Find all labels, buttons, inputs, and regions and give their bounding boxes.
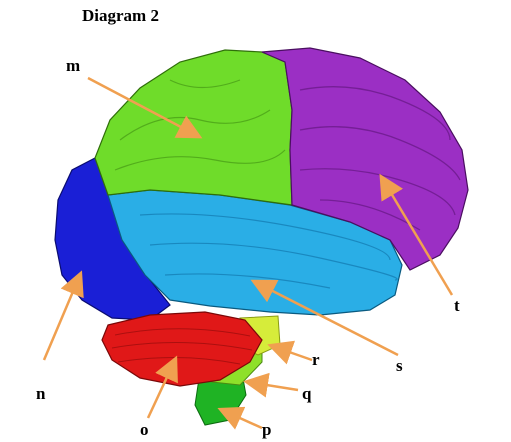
label-s: s xyxy=(396,356,403,376)
arrow-q xyxy=(248,382,298,390)
arrow-n xyxy=(44,275,80,360)
arrow-r xyxy=(272,346,312,360)
lobe-m xyxy=(95,50,292,205)
label-p: p xyxy=(262,420,271,440)
label-o: o xyxy=(140,420,149,440)
label-n: n xyxy=(36,384,45,404)
label-m: m xyxy=(66,56,80,76)
label-r: r xyxy=(312,350,320,370)
label-t: t xyxy=(454,296,460,316)
label-q: q xyxy=(302,384,311,404)
